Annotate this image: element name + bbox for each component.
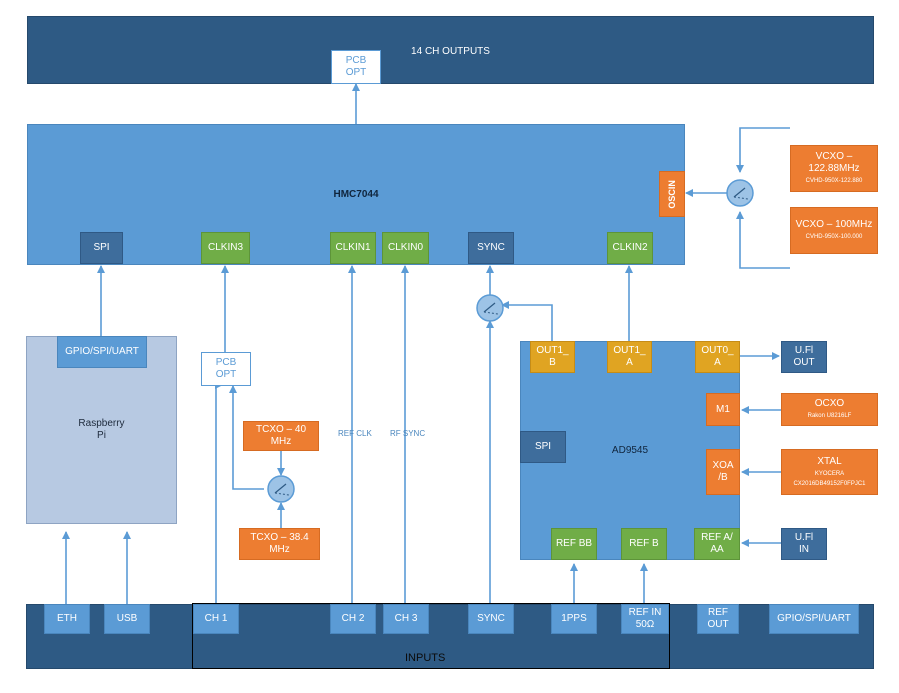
input-refin: REF IN 50Ω	[621, 604, 669, 634]
vcxo-122-block: VCXO – 122.88MHz CVHD-950X-122.880	[790, 145, 878, 192]
wire-tcxo-sw-pcbopt	[229, 385, 264, 490]
ufl-in-block: U.Fl IN	[781, 528, 827, 560]
hmc-pin-sync: SYNC	[468, 232, 514, 264]
tcxo-switch-icon	[267, 475, 295, 503]
ref-clk-label: REF CLK	[338, 429, 372, 438]
ad-pin-out0a: OUT0_ A	[695, 341, 740, 373]
input-sync: SYNC	[468, 604, 514, 634]
ad-pin-m1: M1	[706, 393, 740, 426]
xtal-block: XTAL KYOCERA CX2016DB49152F0FPJC1	[781, 449, 878, 495]
hmc-pin-spi: SPI	[80, 232, 123, 264]
tcxo-40-block: TCXO – 40 MHz	[243, 421, 319, 451]
input-ch3: CH 3	[383, 604, 429, 634]
wire-ch1-pcbopt	[215, 381, 223, 604]
pi-gpio-port: GPIO/SPI/UART	[57, 336, 147, 368]
hmc-pin-clkin0: CLKIN0	[382, 232, 429, 264]
outputs-label: 14 CH OUTPUTS	[411, 46, 490, 57]
hmc-pin-clkin1: CLKIN1	[330, 232, 376, 264]
ad9545-label: AD9545	[611, 444, 649, 456]
outputs-bar: 14 CH OUTPUTS	[27, 16, 874, 84]
input-usb: USB	[104, 604, 150, 634]
ad-pin-out1b: OUT1_ B	[530, 341, 575, 373]
ad-pin-xoa: XOA /B	[706, 449, 740, 495]
oscin-switch-icon	[726, 179, 754, 207]
input-ch1: CH 1	[193, 604, 239, 634]
ad-pin-out1a: OUT1_ A	[607, 341, 652, 373]
input-ch2: CH 2	[330, 604, 376, 634]
ufl-out-block: U.Fl OUT	[781, 341, 827, 373]
input-eth: ETH	[44, 604, 90, 634]
input-1pps: 1PPS	[551, 604, 597, 634]
rf-sync-label: RF SYNC	[390, 429, 426, 438]
io-gpio: GPIO/SPI/UART	[769, 604, 859, 634]
wire-vcxo122	[736, 127, 790, 173]
wire-out1b-sw	[501, 301, 553, 341]
ocxo-block: OCXO Rakon U8216LF	[781, 393, 878, 426]
ad-pin-refbb: REF BB	[551, 528, 597, 560]
hmc-pin-clkin2: CLKIN2	[607, 232, 653, 264]
inputs-label: INPUTS	[405, 652, 446, 664]
ad-pin-refb: REF B	[621, 528, 667, 560]
pcb-opt-top: PCB OPT	[331, 50, 381, 84]
hmc7044-label: HMC7044	[333, 188, 379, 200]
ad-pin-refa: REF A/ AA	[694, 528, 740, 560]
sync-switch-icon	[476, 294, 504, 322]
inputs-highlight-frame	[192, 603, 670, 669]
wire-vcxo100	[736, 211, 790, 269]
hmc-pin-oscin: OSCIN	[659, 171, 685, 217]
ad-pin-spi: SPI	[520, 431, 566, 463]
tcxo-384-block: TCXO – 38.4 MHz	[239, 528, 320, 560]
vcxo-100-block: VCXO – 100MHz CVHD-950X-100.000	[790, 207, 878, 254]
hmc-pin-clkin3: CLKIN3	[201, 232, 250, 264]
output-refout: REF OUT	[697, 604, 739, 634]
pcb-opt-mid: PCB OPT	[201, 352, 251, 386]
